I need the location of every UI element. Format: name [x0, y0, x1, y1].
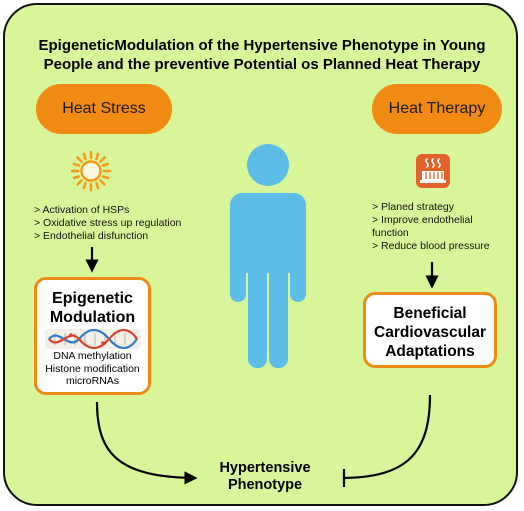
title-line-2: People and the preventive Potential os P… — [43, 56, 481, 73]
heat-therapy-item: function — [372, 227, 409, 239]
beneficial-line-3: Adaptations — [385, 343, 475, 360]
sun-icon — [70, 150, 112, 192]
arrow-epigenetic-to-phenotype — [95, 401, 198, 485]
heat-stress-item: > Activation of HSPs — [34, 204, 130, 216]
heat-stress-list: > Activation of HSPs > Oxidative stress … — [34, 204, 181, 243]
sauna-icon — [416, 154, 450, 188]
outcome-line-2: Phenotype — [227, 477, 303, 493]
heat-therapy-label: Heat Therapy — [388, 100, 486, 117]
heat-stress-item: > Oxidative stress up regulation — [34, 217, 182, 229]
beneficial-box: Beneficial Cardiovascular Adaptations — [363, 292, 497, 368]
epigenetic-item: DNA methylation — [53, 350, 132, 362]
heat-therapy-pill: Heat Therapy — [372, 84, 502, 134]
title-line-1: EpigeneticModulation of the Hypertensive… — [38, 37, 486, 54]
outcome-line-1: Hypertensive — [219, 460, 311, 476]
epigenetic-box: Epigenetic Modulation DNA methylation Hi… — [34, 277, 151, 395]
epigenetic-item: Histone modification — [45, 362, 140, 375]
heat-stress-pill: Heat Stress — [36, 84, 172, 134]
beneficial-line-1: Beneficial — [393, 305, 467, 322]
person-icon — [230, 144, 306, 368]
epigenetic-heading-1: Epigenetic — [52, 290, 133, 307]
heat-therapy-item: > Planed strategy — [372, 201, 455, 213]
inhibition-beneficial-to-phenotype — [343, 394, 432, 480]
epigenetic-heading-2: Modulation — [49, 309, 136, 326]
hypertensive-phenotype: Hypertensive Phenotype — [205, 460, 325, 494]
heat-therapy-list: > Planed strategy > Improve endothelial … — [372, 201, 490, 253]
dna-icon — [44, 329, 141, 349]
epigenetic-item: microRNAs — [65, 375, 120, 387]
heat-stress-label: Heat Stress — [62, 100, 146, 117]
heat-therapy-item: > Reduce blood pressure — [372, 240, 490, 252]
beneficial-line-2: Cardiovascular — [374, 324, 486, 341]
heat-stress-item: > Endothelial disfunction — [34, 230, 149, 242]
heat-therapy-item: > Improve endothelial — [372, 214, 473, 226]
